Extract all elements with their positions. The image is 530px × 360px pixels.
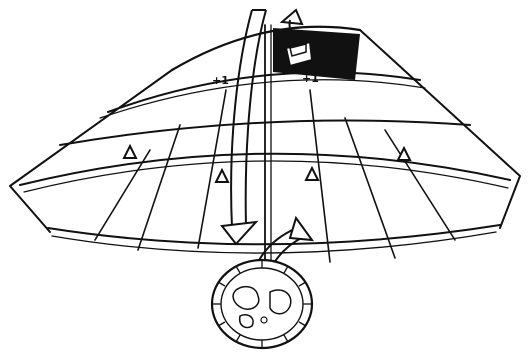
right-edge (360, 30, 520, 228)
fan-board (10, 25, 520, 265)
globe-dial-icon (212, 260, 312, 348)
divider-right-2 (345, 118, 395, 258)
divider-right-3 (385, 130, 455, 240)
divider-left-2 (138, 125, 180, 250)
curved-arrow-icon (222, 10, 266, 244)
left-edge (10, 70, 172, 232)
divider-left-3 (95, 150, 150, 240)
ring-arc-2 (108, 72, 420, 112)
track-marker: +1 (212, 74, 229, 87)
track-marker: +1 (302, 72, 319, 85)
